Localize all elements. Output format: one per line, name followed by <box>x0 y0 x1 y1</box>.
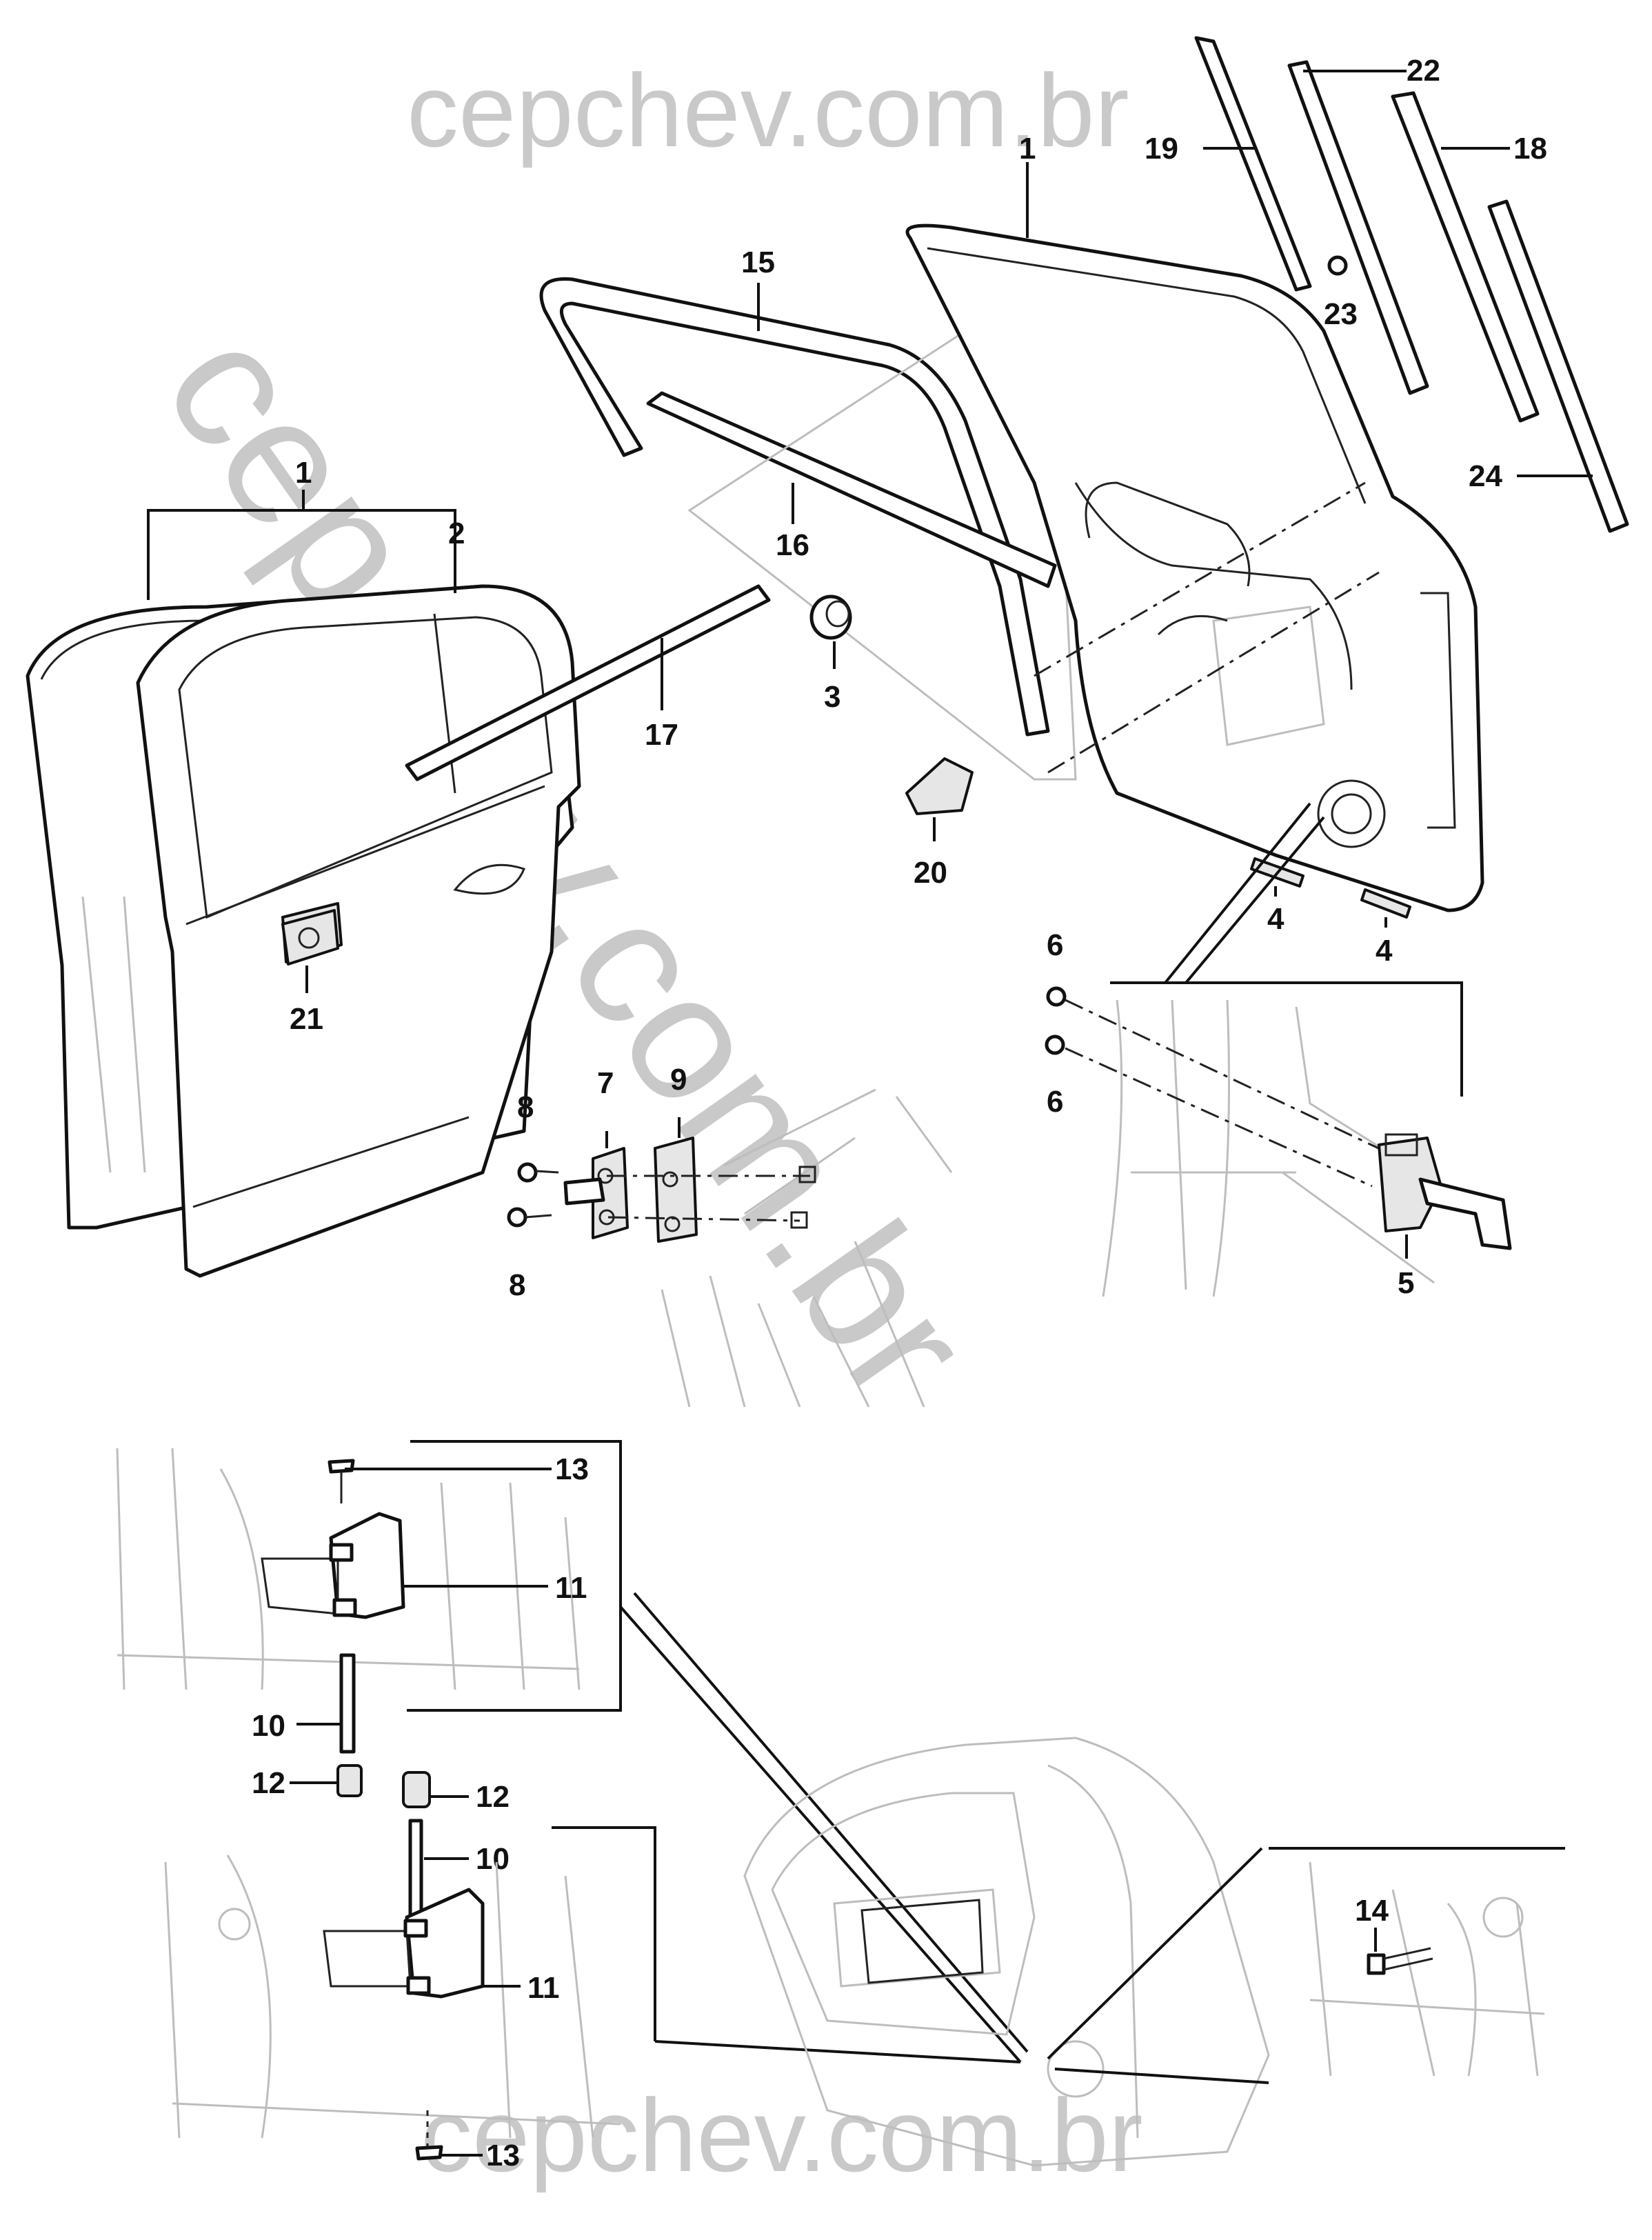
door-check-5-drawing <box>1378 1133 1512 1250</box>
door-inner-frame-drawing <box>905 223 1484 912</box>
label-15: 15 <box>741 246 775 279</box>
rail-22-drawing <box>1287 60 1429 395</box>
label-13-top: 13 <box>555 1452 589 1486</box>
label-12-bottom: 12 <box>476 1780 510 1814</box>
nut-23-drawing <box>1327 255 1348 276</box>
label-5: 5 <box>1398 1266 1414 1300</box>
label-16: 16 <box>776 528 809 562</box>
hinge-11-bottom-drawing <box>323 1888 485 1999</box>
label-21: 21 <box>290 1002 323 1036</box>
detail-box-upper-hinge <box>407 1440 622 1712</box>
hinge-11-top-drawing <box>261 1512 405 1619</box>
label-6-top: 6 <box>1047 928 1063 962</box>
check-detail-ghost <box>1102 999 1435 1297</box>
label-10-top: 10 <box>252 1709 285 1743</box>
assembly-axis-line <box>1047 571 1380 774</box>
detail-box-lower-hinge <box>552 1826 656 2041</box>
bushing-12-bottom-drawing <box>402 1771 431 1808</box>
rail-19-drawing <box>1194 36 1312 292</box>
belt-strip-17-drawing <box>405 584 771 781</box>
watermark-bottom: cepchev.com.br <box>421 2077 1143 2193</box>
bushing-12-top-drawing <box>336 1764 363 1797</box>
label-24: 24 <box>1469 459 1502 493</box>
label-4-right: 4 <box>1376 934 1393 968</box>
pin-10-top-drawing <box>339 1653 356 1754</box>
label-8-bottom: 8 <box>509 1268 525 1302</box>
nut-6-bottom-drawing <box>1045 1034 1065 1055</box>
label-11-top: 11 <box>555 1571 587 1605</box>
label-18: 18 <box>1513 132 1547 166</box>
bolt-13-top-drawing <box>328 1459 355 1503</box>
label-10-bottom: 10 <box>476 1842 510 1876</box>
label-20: 20 <box>914 856 947 890</box>
rail-24-drawing <box>1487 199 1629 533</box>
watermark-top: cepchev.com.br <box>407 52 1129 168</box>
striker-plate-7-drawing <box>563 1147 629 1239</box>
detail-box-check <box>1110 981 1463 1097</box>
label-23: 23 <box>1324 297 1358 331</box>
label-17: 17 <box>645 718 678 752</box>
label-7: 7 <box>597 1066 614 1100</box>
label-12-top: 12 <box>252 1766 285 1800</box>
label-19: 19 <box>1145 132 1178 166</box>
handle-cap-21-drawing <box>281 909 339 966</box>
grommet-3-drawing <box>809 594 852 640</box>
bolt-13-bottom-drawing <box>415 2110 443 2161</box>
label-11-bottom: 11 <box>527 1971 560 2005</box>
bolt-14-drawing <box>1367 1947 1433 1975</box>
label-1-top: 1 <box>1019 132 1036 166</box>
leader-1-left <box>147 490 456 600</box>
label-22: 22 <box>1407 54 1440 88</box>
rail-18-drawing <box>1391 91 1540 423</box>
car-rear-door-open-ghost <box>743 1737 1270 2167</box>
shim-9-drawing <box>654 1137 698 1243</box>
bolt-8-bottom-drawing <box>507 1207 552 1228</box>
label-3: 3 <box>824 680 840 714</box>
label-8-top: 8 <box>517 1090 534 1124</box>
label-13-bottom: 13 <box>486 2139 520 2172</box>
window-seal-15-drawing <box>539 277 1050 737</box>
inner-strip-16-drawing <box>646 391 1057 588</box>
label-6-bottom: 6 <box>1047 1085 1063 1119</box>
door-outer-panel-drawing <box>136 584 581 1278</box>
label-14: 14 <box>1355 1894 1389 1928</box>
hinge-bolt-ghost <box>1309 1861 1545 2077</box>
lower-hinge-ghost <box>164 1854 621 2139</box>
clip-20-drawing <box>905 757 974 815</box>
bolt-8-top-drawing <box>517 1162 559 1183</box>
label-1-left: 1 <box>295 456 312 490</box>
label-9: 9 <box>670 1063 687 1097</box>
nut-6-top-drawing <box>1046 986 1067 1007</box>
label-4-left: 4 <box>1267 902 1285 936</box>
pad-4-right-drawing <box>1360 888 1411 919</box>
label-2: 2 <box>448 517 465 550</box>
